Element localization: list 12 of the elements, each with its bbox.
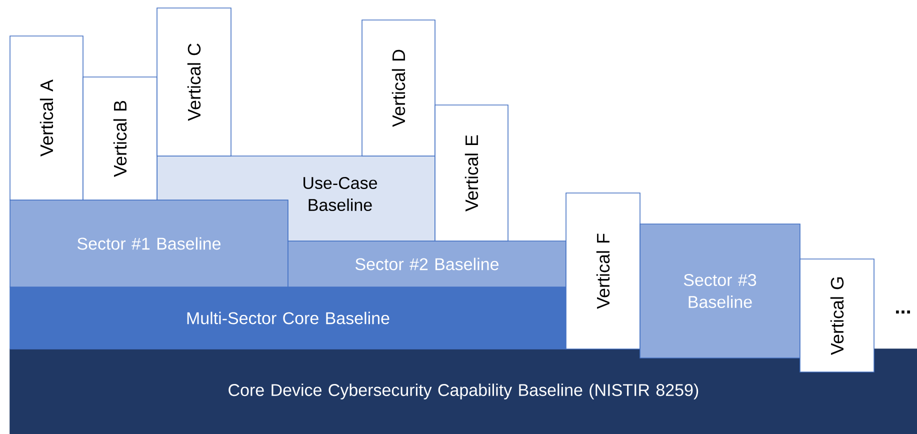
vertical-box: Vertical D [362, 20, 436, 156]
multi-sector-block: Multi-Sector Core Baseline [10, 286, 566, 350]
sector-block: Sector #1 Baseline [10, 200, 288, 288]
sector-block: Sector #2 Baseline [288, 240, 566, 288]
vertical-box: Vertical E [434, 104, 508, 242]
vertical-box: Vertical A [10, 36, 84, 200]
sector-block: Sector #3 Baseline [640, 224, 800, 358]
vertical-box: Vertical B [82, 76, 158, 200]
ellipsis-label: ... [896, 310, 910, 314]
vertical-box: Vertical C [156, 8, 232, 156]
vertical-box: Vertical G [800, 258, 874, 372]
vertical-box: Vertical F [566, 192, 640, 350]
